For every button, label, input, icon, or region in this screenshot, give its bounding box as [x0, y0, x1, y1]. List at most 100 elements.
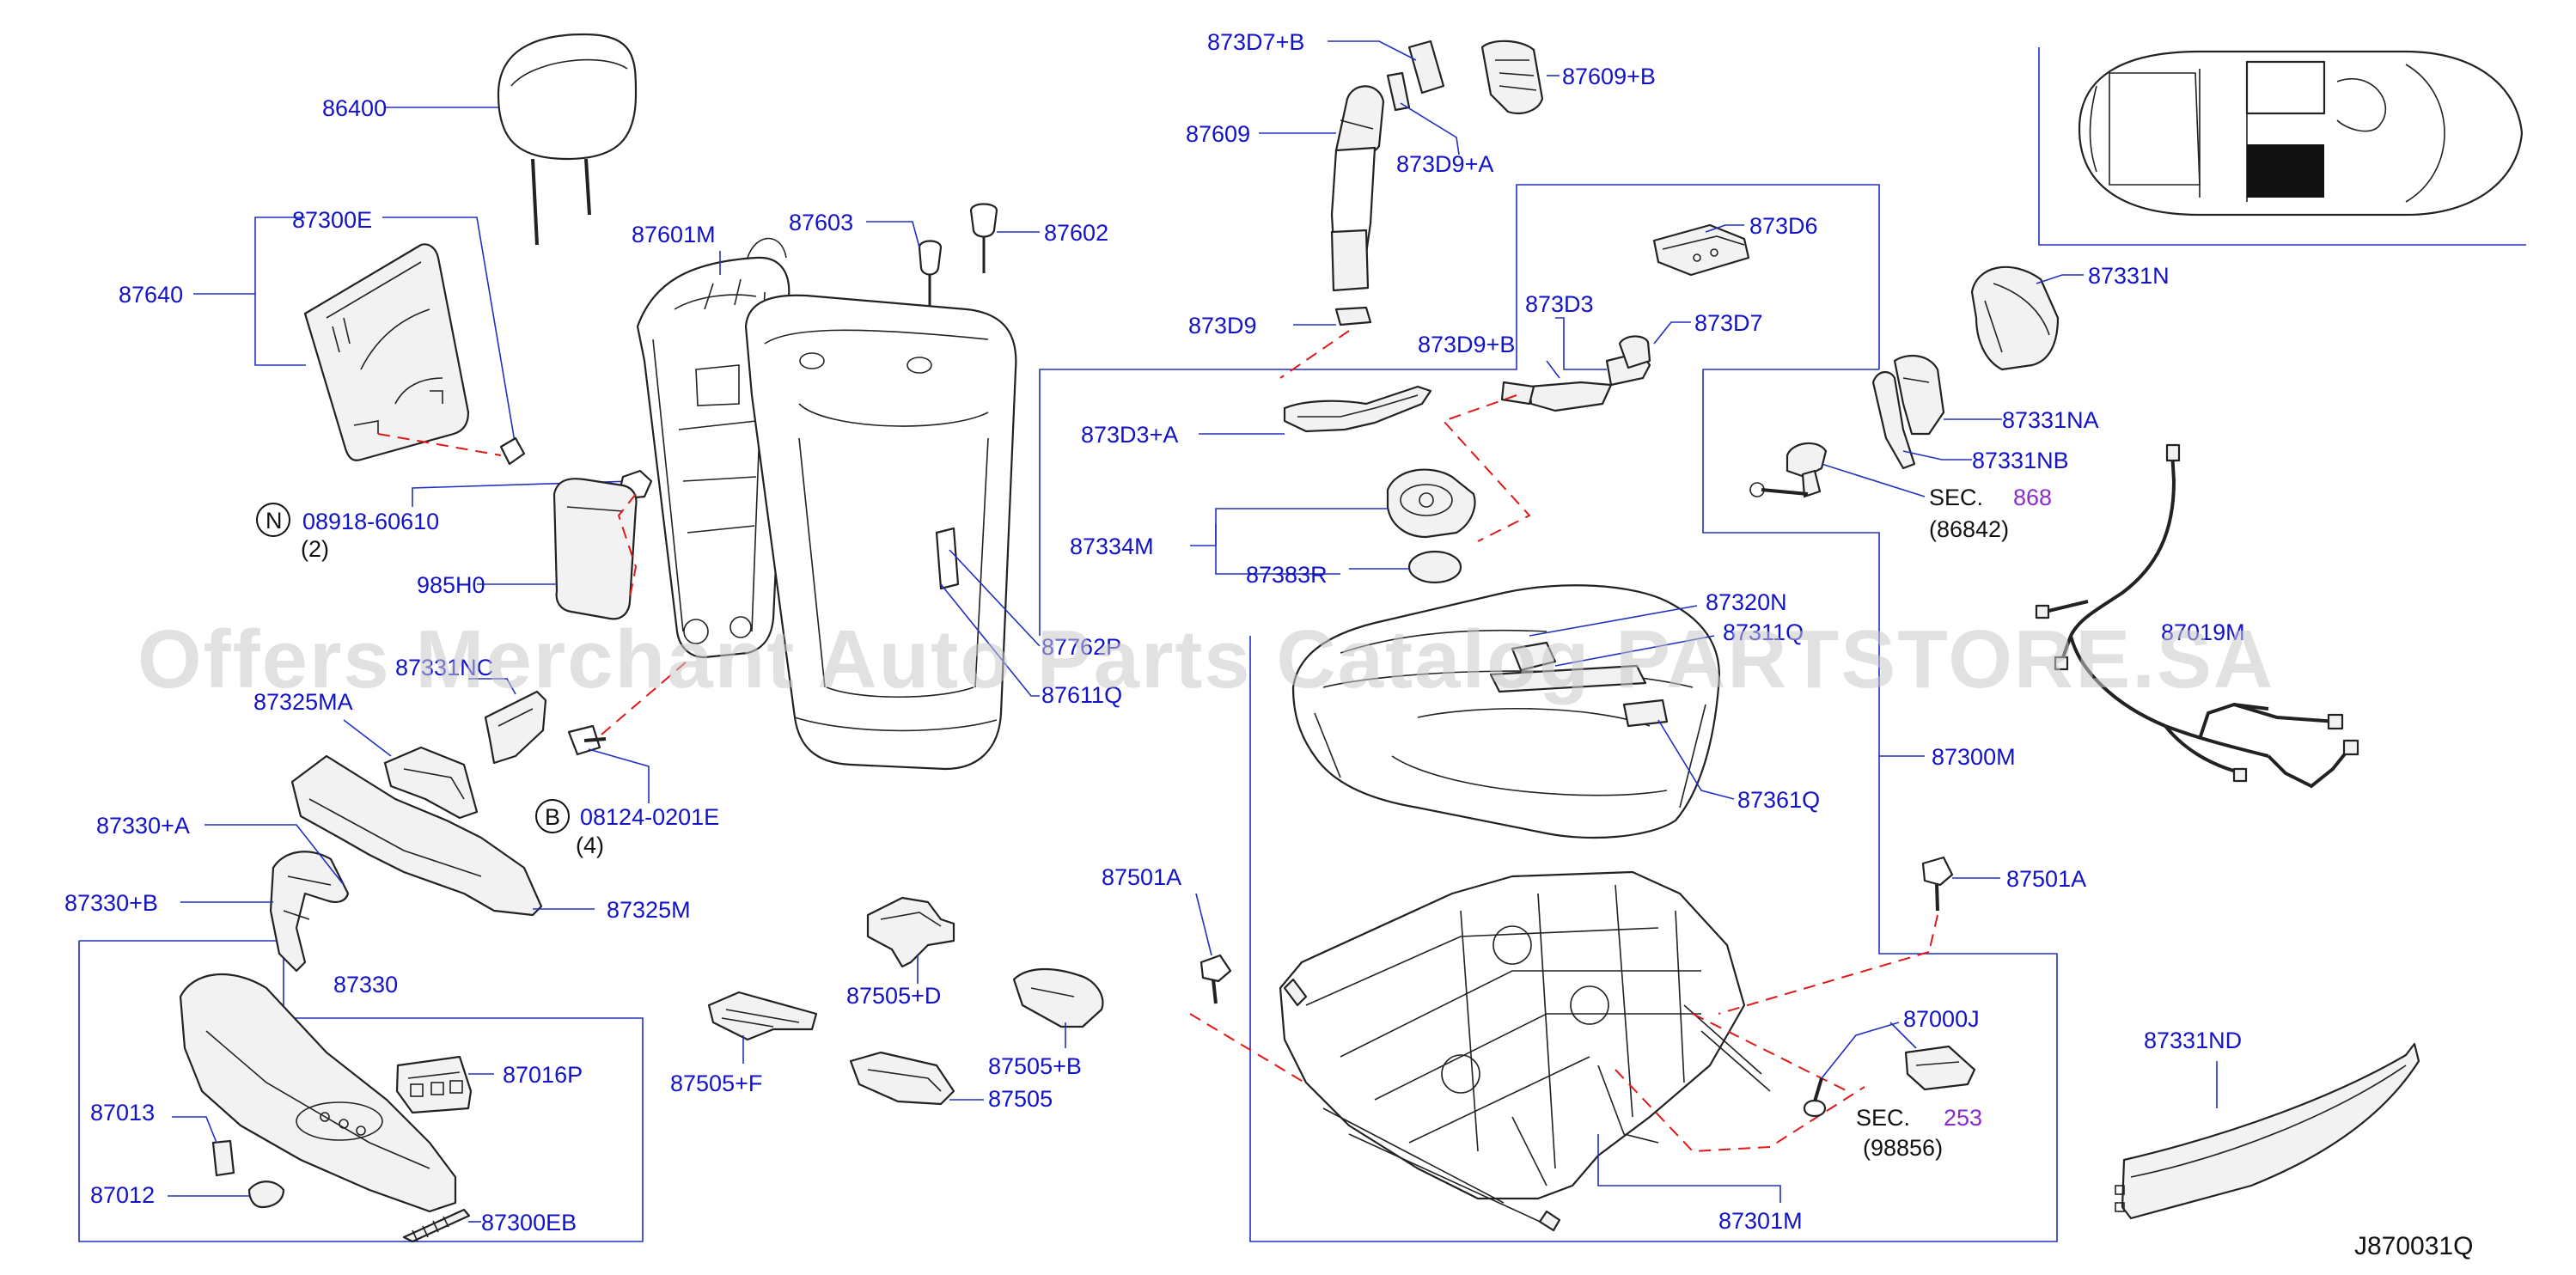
- label-87383R: 87383R: [1246, 562, 1328, 588]
- sensor-duct-icon: [1528, 381, 1613, 412]
- label-87330-a: 87330+A: [96, 813, 190, 839]
- belt-tongue-icon: [1334, 306, 1372, 326]
- connector-b-icon: [1386, 40, 1445, 112]
- label-87311Q: 87311Q: [1723, 619, 1804, 645]
- bolt-sensor-icon: [1803, 1077, 1827, 1118]
- rail-cover-b-icon: [1012, 968, 1104, 1028]
- belt-cover-icon: [1970, 265, 2060, 371]
- label-87334M: 87334M: [1070, 534, 1154, 559]
- car-top-view-locator-icon: [2078, 50, 2524, 217]
- label-253: 253: [1944, 1105, 1982, 1131]
- rail-cover-icon: [849, 1051, 955, 1106]
- label-873d7-b: 873D7+B: [1207, 29, 1304, 55]
- label-87505-d: 87505+D: [846, 983, 941, 1009]
- label-873D3: 873D3: [1525, 291, 1594, 317]
- label-87331NC: 87331NC: [395, 655, 493, 680]
- label-87331ND: 87331ND: [2144, 1028, 2242, 1053]
- label-873d9-a: 873D9+A: [1396, 151, 1493, 177]
- label-86842: (86842): [1929, 516, 2009, 542]
- label-87300M: 87300M: [1932, 744, 2016, 770]
- label-87603: 87603: [789, 210, 853, 235]
- cushion-group-frame: [1039, 184, 1880, 636]
- label-87361Q: 87361Q: [1737, 787, 1820, 813]
- label-87331NB: 87331NB: [1972, 448, 2069, 473]
- label-sec-868: SEC.: [1929, 485, 1983, 510]
- seatback-board-icon: [303, 243, 470, 461]
- label-87013: 87013: [90, 1100, 155, 1126]
- callout-n-icon: [256, 503, 290, 537]
- seat-belt-buckle-icon: [1330, 85, 1385, 292]
- occupant-sensor-icon: [1904, 1045, 1976, 1091]
- watermark: Offers Merchant Auto Parts Catalog PARTS…: [137, 613, 2274, 705]
- callout-b: B: [545, 804, 560, 830]
- headrest-guide-locked-icon: [918, 240, 943, 309]
- blower-fan-icon: [1386, 468, 1476, 539]
- retractor-icon: [1480, 40, 1544, 114]
- label-08918-60610: 08918-60610: [302, 509, 439, 534]
- seat-switch-knob-icon: [269, 851, 350, 973]
- label-87501a-right: 87501A: [2006, 866, 2086, 892]
- label-87602: 87602: [1044, 220, 1108, 246]
- label-87331NA: 87331NA: [2002, 407, 2099, 433]
- label-87000J: 87000J: [1903, 1006, 1980, 1032]
- bracket-icon: [484, 690, 547, 765]
- belt-trim-icon: [1871, 371, 1916, 470]
- label-87505-b: 87505+B: [988, 1053, 1082, 1079]
- label-87325MA: 87325MA: [253, 689, 353, 715]
- label-87609-b: 87609+B: [1562, 64, 1656, 89]
- seat-side-cover-icon: [179, 973, 457, 1213]
- label-87012: 87012: [90, 1182, 155, 1208]
- rail-cover-f-icon: [707, 991, 818, 1041]
- label-873d3-a: 873D3+A: [1081, 422, 1178, 448]
- seat-frame-rails-icon: [1279, 870, 1771, 1232]
- label-87331N: 87331N: [2088, 263, 2170, 289]
- bolt-right-icon: [1921, 856, 1954, 912]
- cable-tie-icon: [402, 1208, 471, 1243]
- label-87325M: 87325M: [607, 897, 691, 923]
- callout-b-icon: [535, 799, 570, 833]
- label-08124-0201E: 08124-0201E: [580, 804, 719, 830]
- label-873D7: 873D7: [1694, 310, 1763, 336]
- clip-icon: [499, 436, 526, 466]
- label-87609: 87609: [1186, 121, 1250, 147]
- label-87505-f: 87505+F: [670, 1071, 762, 1096]
- label-87019M: 87019M: [2161, 619, 2245, 645]
- label-873d9-b: 873D9+B: [1418, 332, 1515, 357]
- label-87300EB: 87300EB: [481, 1210, 577, 1235]
- label-87320N: 87320N: [1706, 589, 1787, 615]
- label-87762P: 87762P: [1041, 634, 1121, 660]
- headrest-icon: [497, 33, 638, 246]
- label-87505: 87505: [988, 1086, 1053, 1112]
- label-87330: 87330: [333, 972, 398, 997]
- label-868: 868: [2013, 485, 2052, 510]
- bolt-left-icon: [1199, 954, 1232, 1004]
- headrest-guide-free-icon: [969, 203, 998, 273]
- trim-strip-icon: [2115, 1042, 2420, 1220]
- label-87611Q: 87611Q: [1041, 682, 1122, 708]
- label-985H0: 985H0: [417, 572, 485, 598]
- knob-icon: [211, 1139, 235, 1177]
- label-87601M: 87601M: [632, 222, 716, 247]
- label-sec-253: SEC.: [1856, 1105, 1910, 1131]
- label-87330-b: 87330+B: [64, 890, 158, 916]
- diagram-code: J870031Q: [2354, 1232, 2473, 1260]
- qty-08918: (2): [301, 536, 329, 562]
- sensor-tab-icon: [1618, 335, 1651, 369]
- sensor-small-icon: [1500, 381, 1535, 406]
- bolt-icon: [567, 724, 607, 756]
- label-87640: 87640: [119, 282, 183, 308]
- label-86400: 86400: [322, 95, 387, 121]
- wire-harness-icon: [2035, 443, 2359, 789]
- fan-filter-icon: [1407, 550, 1462, 584]
- label-873D6: 873D6: [1749, 213, 1818, 239]
- rail-cover-d-icon: [866, 896, 955, 968]
- callout-n: N: [266, 508, 283, 534]
- switch-assembly-icon: [395, 1055, 473, 1114]
- label-873D9: 873D9: [1188, 313, 1257, 339]
- sensor-module-icon: [1652, 223, 1750, 277]
- center-group-frame: [1249, 369, 2058, 1242]
- label-87300E: 87300E: [292, 207, 372, 233]
- side-airbag-icon: [552, 478, 638, 620]
- qty-08124: (4): [576, 833, 604, 858]
